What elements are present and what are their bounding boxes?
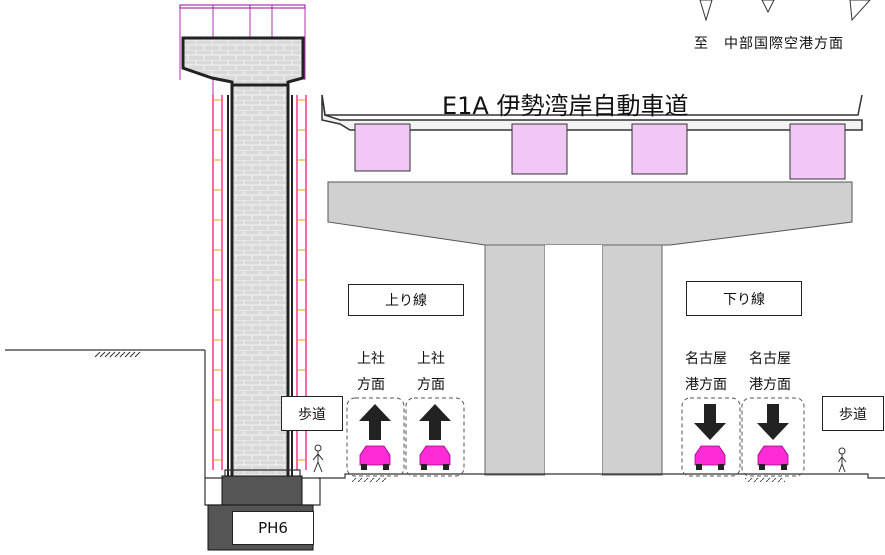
road-hatch-2 xyxy=(745,478,785,482)
girder-3 xyxy=(631,123,688,175)
direction-down-label: 下り線 xyxy=(686,281,802,316)
ground-hatch-left xyxy=(94,351,141,358)
pier-column xyxy=(179,4,321,551)
deck-top-line xyxy=(321,94,863,116)
lane-label-up-2: 上社 方面 xyxy=(417,351,445,393)
pier-shaft xyxy=(230,83,290,479)
road-name: E1A 伊勢湾岸自動車道 xyxy=(442,92,689,120)
destination-label: 至 中部国際空港方面 xyxy=(694,36,844,52)
lane-label-down-2: 名古屋 港方面 xyxy=(749,351,791,393)
road-hatch-1 xyxy=(352,478,387,482)
girders xyxy=(354,123,846,180)
arrow-down-2 xyxy=(757,404,789,440)
upper-structure-fragment xyxy=(699,0,871,22)
arrow-down-1 xyxy=(694,404,726,440)
girder-4 xyxy=(789,123,846,180)
sidewalk-right-label: 歩道 xyxy=(822,396,884,431)
pier-crossbeam xyxy=(327,181,853,246)
pier-label: PH6 xyxy=(232,511,314,545)
car-wheels xyxy=(361,464,787,470)
car-icon xyxy=(359,445,789,466)
pier-leg-left xyxy=(484,244,546,476)
footing-base xyxy=(221,475,303,507)
lane-label-down-1: 名古屋 港方面 xyxy=(685,351,727,393)
pier-leg-gap xyxy=(545,245,602,475)
pedestrian-icon xyxy=(312,444,847,473)
road-surface xyxy=(318,473,885,479)
girder-2 xyxy=(511,123,568,175)
sidewalk-left-label: 歩道 xyxy=(281,396,343,431)
arrow-up-1 xyxy=(359,404,391,440)
arrow-up-2 xyxy=(419,404,451,440)
direction-up-label: 上り線 xyxy=(348,284,464,316)
lane-label-up-1: 上社 方面 xyxy=(357,351,385,393)
pier-leg-right xyxy=(601,244,663,476)
lane-boxes xyxy=(346,397,805,477)
expressway-deck xyxy=(321,94,863,131)
girder-1 xyxy=(354,123,411,172)
